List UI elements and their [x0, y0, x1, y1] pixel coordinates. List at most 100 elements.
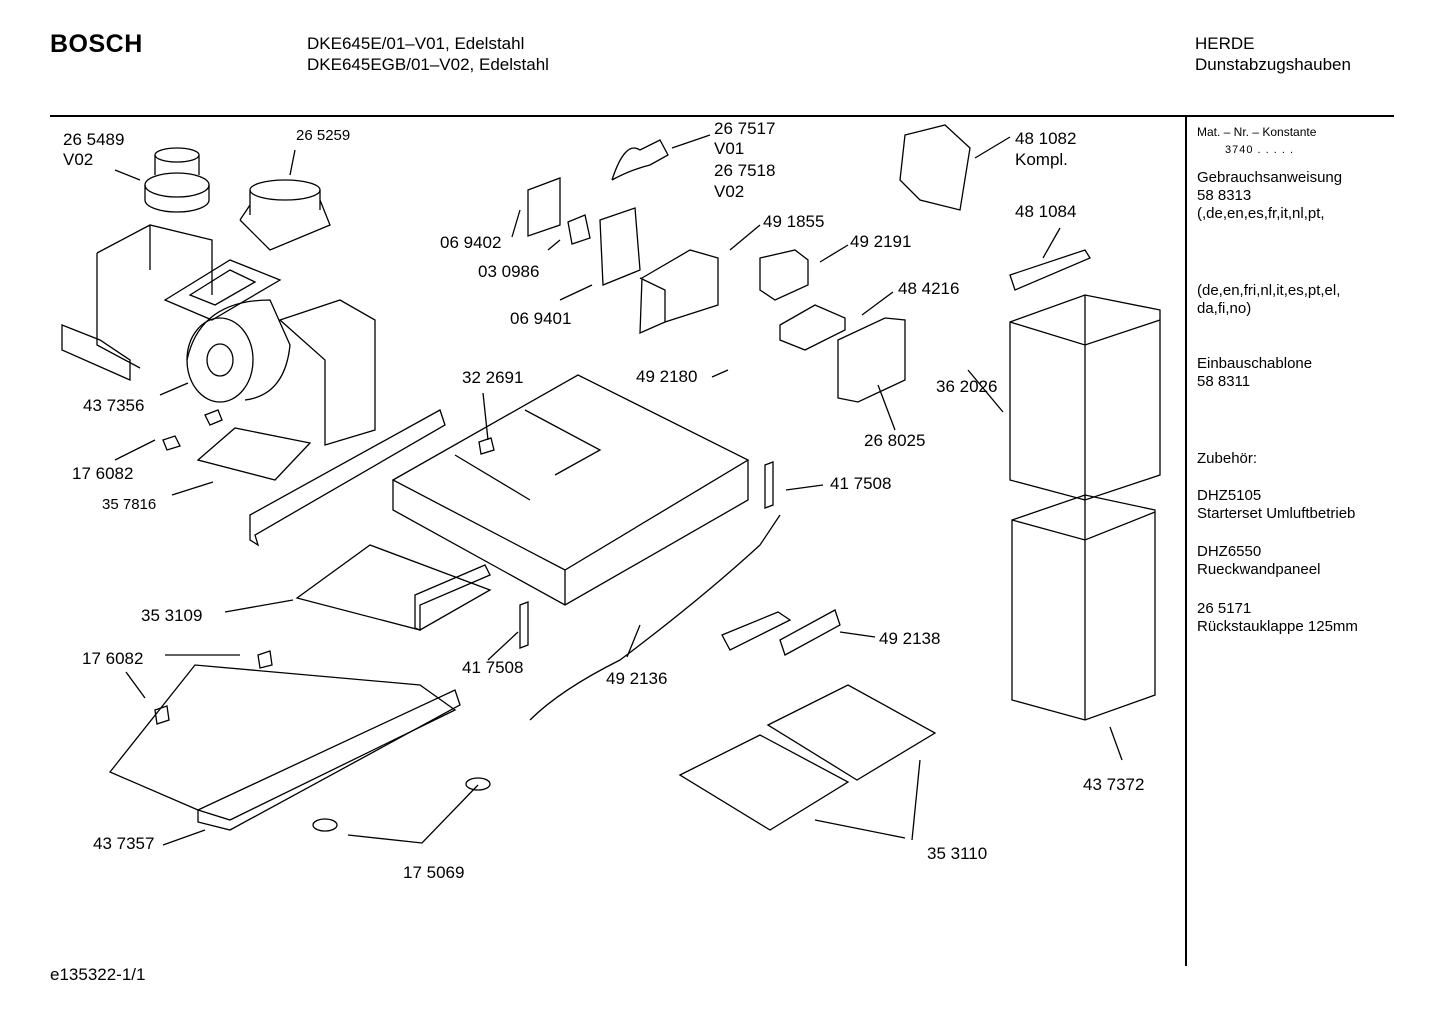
part-label: 26 5259 — [296, 127, 350, 144]
bottom-plate — [295, 544, 492, 631]
svg-text:26 5259: 26 5259 — [296, 127, 350, 144]
svg-text:35 7816: 35 7816 — [102, 496, 156, 513]
constant-value: 3740 . . . . . — [1225, 144, 1295, 156]
part-label: 32 2691 — [462, 368, 523, 387]
chimney — [1009, 249, 1161, 721]
part-label: 49 2191 — [850, 232, 911, 251]
sidebar-block-manual: Gebrauchsanweisung 58 8313 (,de,en,es,fr… — [1197, 169, 1342, 223]
sidebar-line: DHZ6550 — [1197, 543, 1262, 560]
part-label: 35 7816 — [102, 496, 156, 513]
circuit-board — [527, 177, 561, 237]
lamp — [312, 818, 338, 832]
power-cable — [611, 139, 669, 181]
clip — [204, 409, 223, 426]
part-label: 48 1082 — [1015, 129, 1076, 148]
part-label: 49 2136 — [606, 669, 667, 688]
svg-text:32 2691: 32 2691 — [462, 368, 523, 387]
bracket — [764, 461, 774, 509]
part-label: 43 7372 — [1083, 775, 1144, 794]
transformer — [759, 249, 809, 301]
part-label: 06 9401 — [510, 309, 571, 328]
duct-connector — [144, 147, 210, 213]
part-label: 35 3110 — [927, 844, 987, 863]
grille-filter — [196, 427, 312, 481]
category-line-2: Dunstabzugshauben — [1195, 55, 1351, 74]
sidebar-line: Einbauschablone — [1197, 355, 1313, 372]
svg-text:17 6082: 17 6082 — [82, 649, 143, 668]
svg-text:49 2138: 49 2138 — [879, 629, 940, 648]
sidebar-line: Zubehör: — [1197, 450, 1258, 467]
category-line-1: HERDE — [1195, 34, 1255, 53]
part-label: 43 7357 — [93, 834, 154, 853]
fan-motor — [61, 224, 376, 446]
svg-text:41 7508: 41 7508 — [830, 474, 891, 493]
lower-panel-back — [197, 689, 461, 831]
model-line-1: DKE645E/01–V01, Edelstahl — [307, 34, 525, 53]
clip — [154, 705, 170, 725]
sidebar-line: Starterset Umluftbetrieb — [1197, 505, 1356, 522]
mounting-rail — [249, 409, 446, 547]
header-rule — [50, 115, 1394, 117]
wire-harness — [529, 514, 781, 721]
part-label: 49 1855 — [763, 212, 824, 231]
sidebar-constant: Mat. – Nr. – Konstante 3740 . . . . . — [1197, 123, 1316, 159]
svg-text:06 9401: 06 9401 — [510, 309, 571, 328]
sidebar-line: (de,en,fri,nl,it,es,pt,el, — [1197, 282, 1341, 299]
svg-text:48 1084: 48 1084 — [1015, 202, 1076, 221]
part-label: 35 3109 — [141, 606, 202, 625]
model-line-2: DKE645EGB/01–V02, Edelstahl — [307, 55, 549, 74]
svg-text:17 6082: 17 6082 — [72, 464, 133, 483]
part-label: 17 6082 — [72, 464, 133, 483]
sidebar-block-dhz6550: DHZ6550 Rueckwandpaneel — [1197, 543, 1320, 579]
part-label: 48 4216 — [898, 279, 959, 298]
air-outlet — [239, 179, 331, 251]
grease-filter-small — [837, 317, 906, 403]
switch-block — [567, 214, 591, 245]
hood-canopy — [391, 374, 750, 606]
part-label: 36 2026 — [936, 377, 997, 396]
part-label: 26 5489 — [63, 130, 124, 149]
svg-text:48 4216: 48 4216 — [898, 279, 959, 298]
sidebar-line: Rückstauklappe 125mm — [1197, 618, 1358, 635]
part-label: 43 7356 — [83, 396, 144, 415]
sidebar-line: Gebrauchsanweisung — [1197, 169, 1343, 186]
constant-label: Mat. – Nr. – Konstante — [1197, 125, 1317, 139]
part-label: 17 5069 — [403, 863, 464, 882]
sidebar-rule — [1185, 115, 1187, 966]
svg-text:06 9402: 06 9402 — [440, 233, 501, 252]
sidebar-block-dhz5105: DHZ5105 Starterset Umluftbetrieb — [1197, 487, 1355, 523]
part-label: 41 7508 — [462, 658, 523, 677]
svg-text:43 7356: 43 7356 — [83, 396, 144, 415]
part-label: 41 7508 — [830, 474, 891, 493]
sidebar-block-languages: (de,en,fri,nl,it,es,pt,el, da,fi,no) — [1197, 282, 1340, 318]
part-label: 26 7517 — [714, 119, 775, 138]
fitting-kit — [899, 124, 971, 211]
part-label: 17 6082 — [82, 649, 143, 668]
part-label: 06 9402 — [440, 233, 501, 252]
clip — [478, 437, 495, 455]
part-label: 03 0986 — [478, 262, 539, 281]
part-label: 49 2180 — [636, 367, 697, 386]
ballast — [779, 304, 846, 351]
svg-text:49 2180: 49 2180 — [636, 367, 697, 386]
svg-text:43 7357: 43 7357 — [93, 834, 154, 853]
lower-panel — [108, 664, 457, 821]
svg-text:03 0986: 03 0986 — [478, 262, 539, 281]
clip — [162, 435, 181, 451]
svg-text:36 2026: 36 2026 — [936, 377, 997, 396]
svg-text:49 1855: 49 1855 — [763, 212, 824, 231]
svg-text:26 8025: 26 8025 — [864, 431, 925, 450]
svg-text:49 2136: 49 2136 — [606, 669, 667, 688]
sidebar-block-template: Einbauschablone 58 8311 — [1197, 355, 1312, 391]
grease-filter — [766, 684, 937, 781]
svg-text:35 3110: 35 3110 — [927, 844, 987, 863]
part-label: 26 8025 — [864, 431, 925, 450]
control-panel — [721, 609, 841, 656]
leader-lines — [114, 134, 1123, 846]
sidebar-block-265171: 26 5171 Rückstauklappe 125mm — [1197, 600, 1358, 636]
